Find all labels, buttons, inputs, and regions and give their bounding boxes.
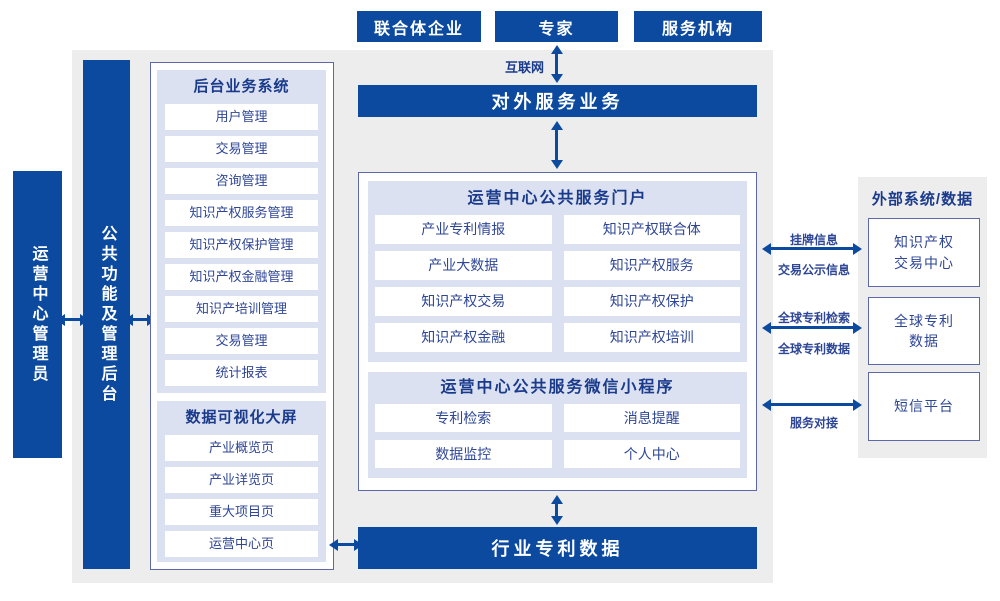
bar-label: 行业专利数据 <box>491 539 624 559</box>
miniapp-item: 个人中心 <box>563 440 740 468</box>
industry-patent-data-bar: 行业专利数据 <box>358 527 757 569</box>
portal-panel: 运营中心公共服务门户 产业专利情报 知识产权联合体 产业大数据 知识产权服务 知… <box>368 181 747 362</box>
trading-center-arrow <box>762 243 862 255</box>
backoffice-item: 知识产权金融管理 <box>165 264 318 290</box>
external-system-global-patent-data: 全球专利 数据 <box>868 297 980 365</box>
link-label-global-patent-data: 全球专利数据 <box>777 342 850 356</box>
system-label-line: 数据 <box>909 333 939 349</box>
miniapp-panel: 运营中心公共服务微信小程序 专利检索 消息提醒 数据监控 个人中心 <box>368 372 747 478</box>
portal-item: 知识产权金融 <box>375 323 552 352</box>
backoffice-item: 交易管理 <box>165 136 318 162</box>
portal-item: 知识产权交易 <box>375 287 552 316</box>
backoffice-panel: 后台业务系统 用户管理 交易管理 咨询管理 知识产权服务管理 知识产权保护管理 … <box>157 70 326 393</box>
backoffice-item: 知识产培训管理 <box>165 296 318 322</box>
internet-label: 互联网 <box>504 60 544 75</box>
link-label-global-patent-search: 全球专利检索 <box>777 311 850 325</box>
backoffice-title: 后台业务系统 <box>193 78 290 95</box>
rail-label: 运营中心管理员 <box>29 244 47 385</box>
miniapp-item: 数据监控 <box>375 440 552 468</box>
actor-consortium-enterprise: 联合体企业 <box>357 11 481 42</box>
center-to-industry-arrow <box>551 495 563 525</box>
backoffice-item: 交易管理 <box>165 328 318 354</box>
dataviz-item: 运营中心页 <box>165 531 318 557</box>
dataviz-item: 产业概览页 <box>165 435 318 461</box>
dataviz-title: 数据可视化大屏 <box>185 409 298 426</box>
actor-expert: 专家 <box>495 11 618 42</box>
portal-item: 产业专利情报 <box>375 215 552 244</box>
portal-item: 知识产权服务 <box>563 251 740 280</box>
global-patent-arrow <box>762 322 862 334</box>
admin-backend-arrow <box>56 314 89 326</box>
external-system-ip-trading-center: 知识产权 交易中心 <box>868 218 980 287</box>
service-to-portal-arrow <box>551 121 563 169</box>
system-label-line: 交易中心 <box>894 254 954 271</box>
miniapp-item: 消息提醒 <box>563 404 740 432</box>
portal-item: 知识产权联合体 <box>563 215 740 244</box>
dataviz-item: 重大项目页 <box>165 499 318 525</box>
link-label-listing-info: 挂牌信息 <box>789 233 838 247</box>
internet-arrow <box>551 45 563 83</box>
portal-item: 产业大数据 <box>375 251 552 280</box>
backoffice-item: 统计报表 <box>165 360 318 386</box>
rail-public-backend: 公共功能及管理后台 <box>83 60 130 569</box>
link-label-trade-public-info: 交易公示信息 <box>777 263 850 277</box>
dataviz-item: 产业详览页 <box>165 467 318 493</box>
dataviz-to-industry-arrow <box>329 539 363 551</box>
backoffice-item: 知识产权服务管理 <box>165 200 318 226</box>
system-label-line: 短信平台 <box>894 398 954 415</box>
actor-label: 联合体企业 <box>373 20 464 38</box>
backoffice-item: 知识产权保护管理 <box>165 232 318 258</box>
bar-label: 对外服务业务 <box>491 92 624 112</box>
system-label-line: 知识产权 <box>894 234 954 251</box>
dataviz-panel: 数据可视化大屏 产业概览页 产业详览页 重大项目页 运营中心页 <box>157 401 326 562</box>
backoffice-item: 用户管理 <box>165 104 318 130</box>
service-connect-arrow <box>762 399 862 411</box>
rail-label: 公共功能及管理后台 <box>98 224 116 405</box>
external-system-sms-platform: 短信平台 <box>868 372 980 441</box>
backend-backoffice-arrow <box>124 314 156 326</box>
link-label-service-connect: 服务对接 <box>789 416 838 430</box>
actor-service-agency: 服务机构 <box>634 11 762 42</box>
external-panel-title: 外部系统/数据 <box>871 191 974 208</box>
actor-label: 服务机构 <box>661 20 734 38</box>
backoffice-item: 咨询管理 <box>165 168 318 194</box>
portal-title: 运营中心公共服务门户 <box>467 190 648 207</box>
system-label-line: 全球专利 <box>894 312 954 329</box>
external-service-bar: 对外服务业务 <box>358 85 757 117</box>
rail-operations-admin: 运营中心管理员 <box>13 171 62 458</box>
actor-label: 专家 <box>538 20 575 38</box>
portal-item: 知识产权保护 <box>563 287 740 316</box>
portal-item: 知识产权培训 <box>563 323 740 352</box>
miniapp-title: 运营中心公共服务微信小程序 <box>440 379 675 396</box>
miniapp-item: 专利检索 <box>375 404 552 432</box>
